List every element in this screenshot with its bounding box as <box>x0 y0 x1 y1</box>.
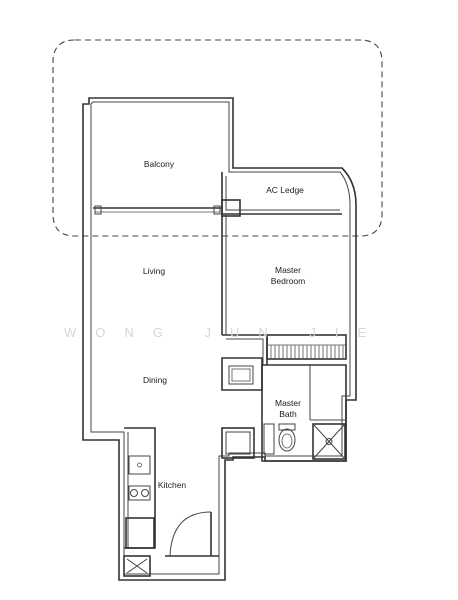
label-dining: Dining <box>143 375 167 385</box>
label-living: Living <box>143 266 165 276</box>
kitchen-counter <box>124 427 156 549</box>
washer <box>123 555 151 577</box>
label-master-bath-1: Master <box>275 398 301 408</box>
balcony-sliding-door <box>93 205 222 215</box>
label-balcony: Balcony <box>144 159 175 169</box>
label-ac-ledge: AC Ledge <box>266 185 304 195</box>
outer-wall <box>82 97 357 581</box>
watermark-text: WONG JUN JIE <box>64 325 385 340</box>
entrance-door <box>165 511 219 557</box>
wardrobe <box>266 334 347 360</box>
label-kitchen: Kitchen <box>158 480 187 490</box>
label-master-bedroom-1: Master <box>275 265 301 275</box>
bedroom-partition <box>221 214 268 365</box>
dining-basin <box>221 357 263 391</box>
utility-cabinet <box>221 427 255 459</box>
master-bath <box>261 364 347 462</box>
label-master-bedroom-2: Bedroom <box>271 276 306 286</box>
label-master-bath-2: Bath <box>279 409 297 419</box>
outer-wall-inner <box>90 101 351 575</box>
strata-outline <box>52 39 383 237</box>
